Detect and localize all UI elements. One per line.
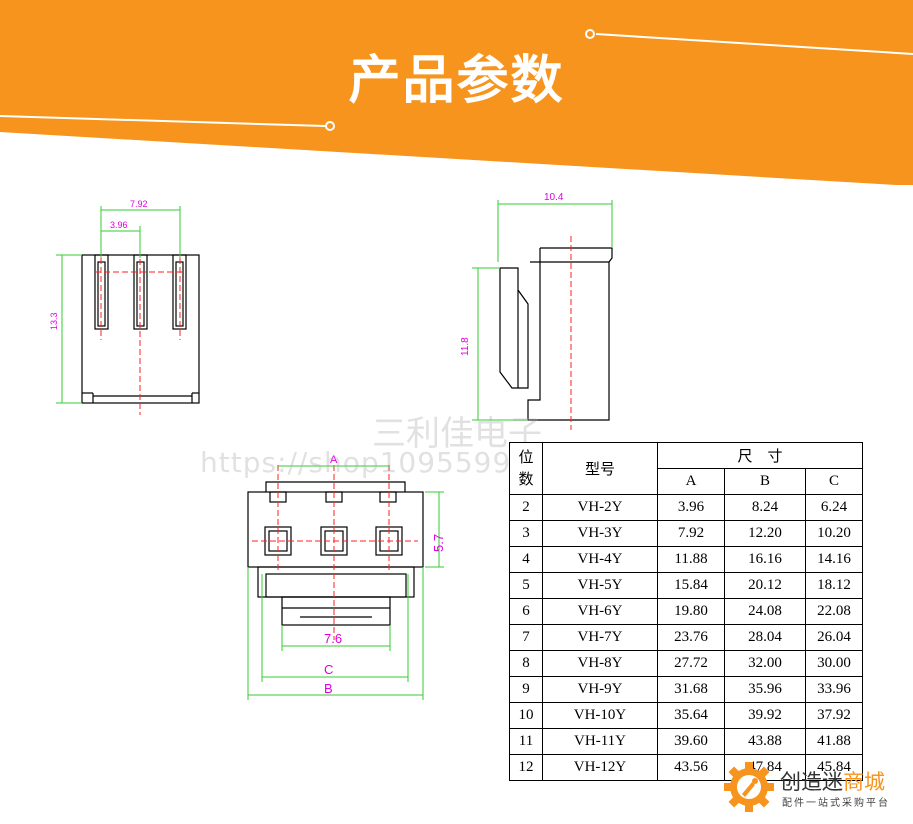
dim-pitch-total: 7.92 [130, 199, 148, 209]
col-b-header: B [724, 468, 806, 495]
model-header: 型号 [542, 442, 658, 495]
dim-bottom-height: 5.7 [431, 534, 446, 552]
gear-icon [724, 762, 774, 812]
dim-c-label: C [324, 662, 333, 677]
logo-slogan: 配件一站式采购平台 [782, 798, 890, 809]
dim-side-height: 11.8 [460, 337, 471, 356]
bottom-view-drawing [247, 481, 424, 626]
dim-front-height: 13.3 [49, 312, 59, 330]
brand-logo: 创造迷商城 配件一站式采购平台 [722, 760, 912, 816]
size-header: 尺 寸 [657, 442, 863, 469]
col-a-header: A [657, 468, 725, 495]
logo-text: 创造迷商城 [780, 770, 885, 794]
positions-header: 位数 [509, 442, 543, 495]
dim-b-label: B [324, 681, 333, 696]
header-banner [0, 0, 913, 185]
dim-a-label: A [330, 454, 338, 466]
dim-side-width: 10.4 [544, 192, 564, 203]
side-view-drawing [499, 247, 613, 421]
page-title: 产品参数 [348, 51, 565, 111]
dim-inner-width: 7.6 [324, 631, 342, 646]
col-c-header: C [805, 468, 863, 495]
dim-pitch: 3.96 [110, 220, 128, 230]
